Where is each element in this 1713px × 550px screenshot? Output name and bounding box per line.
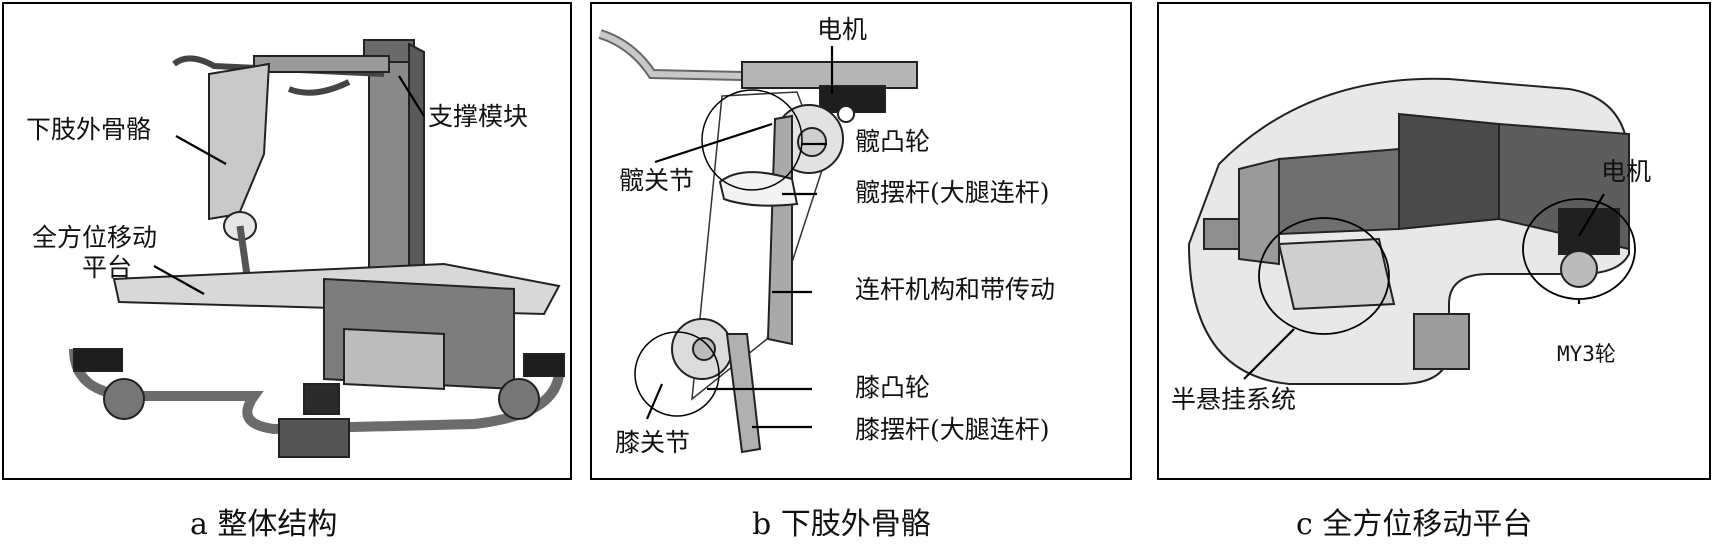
overall-structure-drawing [69, 39, 565, 458]
caption-c: c 全方位移动平台 [1296, 507, 1533, 542]
exoskeleton-thigh [208, 62, 271, 221]
lower-limb-drawing [598, 29, 918, 454]
leader-support [398, 75, 425, 117]
label-platform-line2: 平台 [82, 253, 133, 282]
label-motor: 电机 [817, 15, 868, 44]
front-wheel [1413, 313, 1470, 370]
label-knee-rod: 膝摆杆(大腿连杆) [855, 415, 1050, 444]
panel-overall-structure: 下肢外骨骼 支撑模块 全方位移动 平台 [2, 2, 572, 480]
label-motor-c: 电机 [1601, 157, 1652, 186]
wheel-left [103, 378, 145, 420]
platform-ring [69, 348, 565, 435]
top-beam [741, 61, 918, 89]
caption-a: a 整体结构 [190, 507, 338, 542]
label-hip-rod: 髋摆杆(大腿连杆) [855, 178, 1050, 207]
wheel-right [498, 378, 540, 420]
label-linkage-belt: 连杆机构和带传动 [855, 275, 1056, 304]
shank-rod [725, 333, 762, 454]
label-hip-joint: 髋关节 [619, 166, 695, 195]
label-hip-cam: 髋凸轮 [855, 127, 931, 156]
wheel-front [278, 418, 350, 458]
leader-suspension [1243, 328, 1295, 380]
thigh-rod [766, 114, 793, 346]
label-semi-suspension: 半悬挂系统 [1171, 385, 1297, 414]
leader-hip-joint [654, 122, 773, 164]
panel-omnidirectional-platform: 电机 MY3轮 半悬挂系统 [1157, 2, 1711, 480]
label-my3-wheel: MY3轮 [1557, 342, 1616, 366]
support-column [368, 43, 410, 295]
leader-lower-limb [175, 135, 227, 165]
top-frame [253, 55, 390, 73]
suspension-circle [1258, 217, 1390, 335]
label-knee-joint: 膝关节 [615, 428, 691, 457]
panel-lower-limb-exoskeleton: 电机 髋凸轮 髋关节 髋摆杆(大腿连杆) 连杆机构和带传动 膝凸轮 膝关节 膝摆… [590, 2, 1132, 480]
label-knee-cam: 膝凸轮 [855, 373, 931, 402]
caption-b: b 下肢外骨骼 [752, 507, 931, 542]
motor-right [1558, 208, 1620, 255]
leader-knee-joint [645, 383, 664, 420]
label-support-module: 支撑模块 [428, 102, 529, 131]
wheel-circle [1522, 198, 1636, 300]
label-lower-limb-exoskeleton: 下肢外骨骼 [26, 115, 152, 144]
leader-platform [153, 265, 205, 295]
center-panel [1398, 112, 1500, 231]
platform-drawing [1187, 77, 1636, 385]
label-platform-line1: 全方位移动 [32, 223, 158, 252]
leader-motor-c [1578, 193, 1605, 237]
